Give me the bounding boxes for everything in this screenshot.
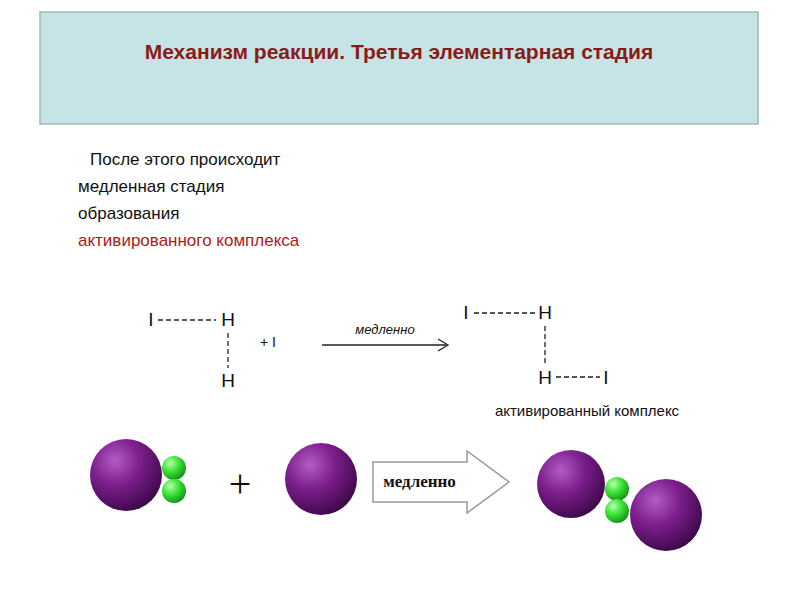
atom-symbol: H (538, 303, 552, 324)
body-text: После этого происходит медленная стадия … (78, 146, 318, 227)
arrow-label: медленно (355, 323, 414, 337)
reaction-arrow (322, 339, 448, 351)
atom-symbol: I (603, 368, 608, 389)
plus-sign: + (229, 462, 252, 506)
arrow-label: медленно (383, 472, 456, 491)
atom-symbol: H (538, 368, 552, 389)
complex-caption: активированный комплекс (495, 403, 679, 420)
atom-symbol: I (148, 310, 153, 331)
block-arrow: медленно (372, 450, 511, 514)
atom-symbol: I (463, 303, 468, 324)
plus-sign: + I (260, 335, 276, 350)
molecule-models (90, 439, 702, 551)
atom-symbol: H (221, 310, 235, 331)
atom-symbol: H (221, 371, 235, 392)
body-text-highlight: активированного комплекса (78, 227, 299, 254)
slide-title: Механизм реакции. Третья элементарная ст… (40, 38, 758, 66)
title-band (40, 12, 758, 124)
arrow-shape (373, 451, 509, 513)
